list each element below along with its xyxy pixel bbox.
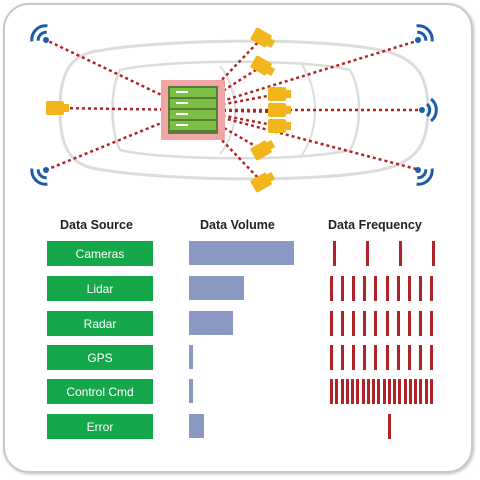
source-cameras: Cameras bbox=[47, 241, 153, 266]
camera-icon bbox=[250, 140, 276, 161]
link-line bbox=[192, 37, 263, 111]
frequency-tick bbox=[362, 379, 365, 404]
frequency-tick bbox=[341, 276, 344, 301]
volume-bar-cameras bbox=[189, 241, 294, 265]
frequency-tick bbox=[333, 241, 336, 266]
source-error: Error bbox=[47, 414, 153, 439]
volume-bar-error bbox=[189, 414, 204, 438]
frequency-tick bbox=[374, 276, 377, 301]
link-line bbox=[55, 106, 194, 112]
frequency-tick bbox=[383, 379, 386, 404]
wireless-signal-icon bbox=[419, 97, 438, 123]
frequency-tick bbox=[330, 379, 333, 404]
frequency-control-cmd bbox=[330, 379, 434, 404]
frequency-tick bbox=[330, 276, 333, 301]
camera-icon bbox=[250, 172, 276, 193]
server-rack-icon bbox=[161, 80, 225, 140]
frequency-tick bbox=[374, 311, 377, 336]
frequency-tick bbox=[386, 276, 389, 301]
source-lidar: Lidar bbox=[47, 276, 153, 301]
frequency-tick bbox=[377, 379, 380, 404]
frequency-tick bbox=[335, 379, 338, 404]
frequency-tick bbox=[419, 379, 422, 404]
car-sensor-diagram bbox=[30, 24, 438, 193]
frequency-tick bbox=[408, 345, 411, 370]
frequency-tick bbox=[419, 276, 422, 301]
frequency-tick bbox=[363, 345, 366, 370]
frequency-tick bbox=[399, 241, 402, 266]
frequency-tick bbox=[398, 379, 401, 404]
source-radar: Radar bbox=[47, 311, 153, 336]
volume-bar-lidar bbox=[189, 276, 244, 300]
wireless-signal-icon bbox=[415, 167, 434, 186]
frequency-tick bbox=[419, 345, 422, 370]
frequency-tick bbox=[408, 311, 411, 336]
heading-data-volume: Data Volume bbox=[200, 218, 275, 232]
frequency-tick bbox=[409, 379, 412, 404]
wireless-signal-icon bbox=[415, 24, 434, 43]
frequency-tick bbox=[363, 311, 366, 336]
link-line bbox=[192, 109, 263, 183]
camera-icon bbox=[268, 119, 291, 133]
wireless-signals bbox=[30, 24, 438, 186]
frequency-tick bbox=[388, 379, 391, 404]
cameras bbox=[46, 27, 291, 193]
frequency-tick bbox=[393, 379, 396, 404]
camera-icon bbox=[250, 27, 276, 48]
frequency-tick bbox=[341, 345, 344, 370]
frequency-tick bbox=[363, 276, 366, 301]
frequency-tick bbox=[425, 379, 428, 404]
frequency-tick bbox=[341, 379, 344, 404]
volume-bar-radar bbox=[189, 311, 233, 335]
frequency-tick bbox=[397, 345, 400, 370]
frequency-tick bbox=[430, 379, 433, 404]
frequency-tick bbox=[430, 311, 433, 336]
frequency-tick bbox=[414, 379, 417, 404]
frequency-tick bbox=[330, 345, 333, 370]
heading-data-frequency: Data Frequency bbox=[328, 218, 422, 232]
volume-bar-gps bbox=[189, 345, 193, 369]
frequency-tick bbox=[430, 276, 433, 301]
frequency-tick bbox=[341, 311, 344, 336]
frequency-radar bbox=[330, 311, 434, 336]
frequency-tick bbox=[351, 379, 354, 404]
frequency-cameras bbox=[330, 241, 435, 266]
camera-icon bbox=[46, 101, 69, 115]
frequency-tick bbox=[408, 276, 411, 301]
frequency-tick bbox=[404, 379, 407, 404]
source-control-cmd: Control Cmd bbox=[47, 379, 153, 404]
source-gps: GPS bbox=[47, 345, 153, 370]
frequency-tick bbox=[352, 276, 355, 301]
frequency-tick bbox=[367, 379, 370, 404]
volume-bar-control-cmd bbox=[189, 379, 193, 403]
frequency-tick bbox=[386, 345, 389, 370]
frequency-gps bbox=[330, 345, 434, 370]
frequency-tick bbox=[366, 241, 369, 266]
frequency-tick bbox=[352, 311, 355, 336]
frequency-tick bbox=[419, 311, 422, 336]
camera-icon bbox=[268, 87, 291, 101]
frequency-tick bbox=[388, 414, 391, 439]
frequency-tick bbox=[372, 379, 375, 404]
camera-icon bbox=[268, 103, 291, 117]
heading-data-source: Data Source bbox=[60, 218, 133, 232]
frequency-tick bbox=[386, 311, 389, 336]
frequency-tick bbox=[397, 311, 400, 336]
link-line bbox=[192, 108, 421, 172]
frequency-tick bbox=[374, 345, 377, 370]
wireless-signal-icon bbox=[30, 24, 49, 43]
link-lines bbox=[45, 37, 421, 183]
wireless-signal-icon bbox=[30, 167, 49, 186]
frequency-tick bbox=[356, 379, 359, 404]
frequency-tick bbox=[397, 276, 400, 301]
camera-icon bbox=[250, 55, 276, 76]
frequency-tick bbox=[330, 311, 333, 336]
frequency-tick bbox=[346, 379, 349, 404]
frequency-lidar bbox=[330, 276, 434, 301]
frequency-error bbox=[330, 414, 434, 439]
frequency-tick bbox=[352, 345, 355, 370]
frequency-tick bbox=[430, 345, 433, 370]
frequency-tick bbox=[432, 241, 435, 266]
